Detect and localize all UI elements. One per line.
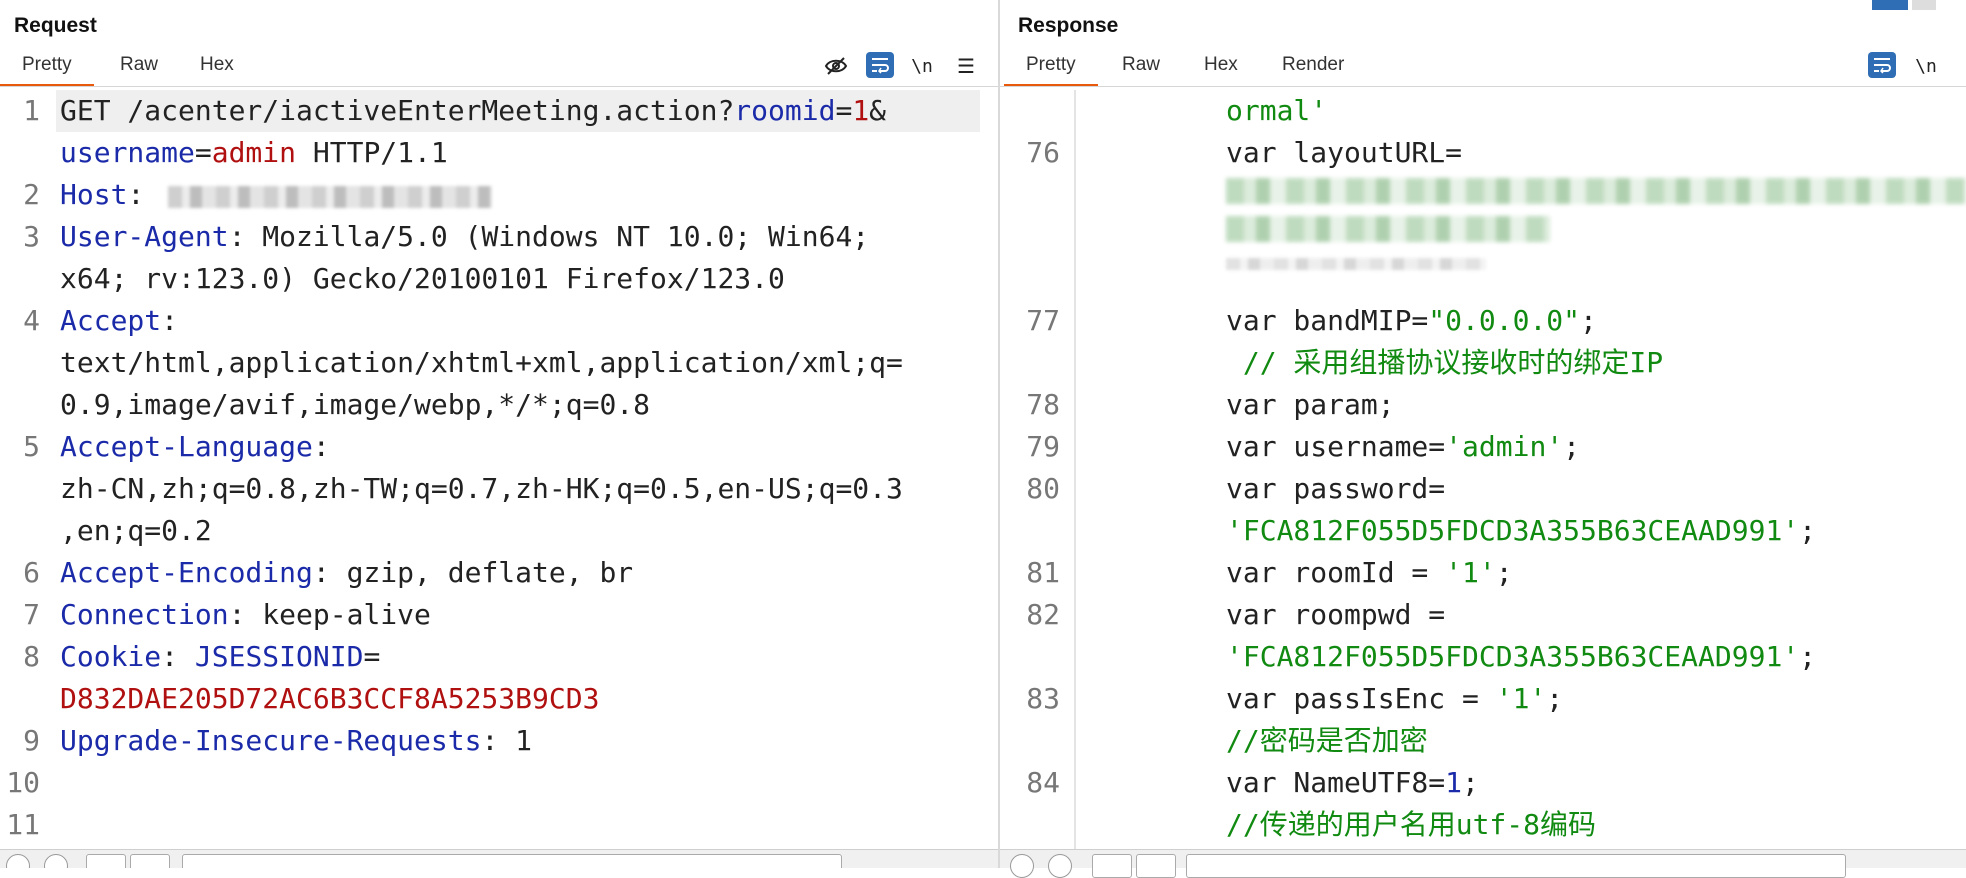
wrap-icon[interactable] [866, 52, 894, 78]
minimize-icon[interactable] [1912, 0, 1936, 10]
line-number: 1 [23, 94, 40, 127]
panel-divider[interactable] [998, 0, 1000, 868]
line-number: 2 [23, 178, 40, 211]
code-roomid: var roomId = '1'; [1226, 556, 1513, 589]
prev-button[interactable] [1092, 854, 1132, 878]
tab-pretty[interactable]: Pretty [1004, 54, 1098, 87]
help-icon[interactable] [1010, 854, 1034, 878]
accept-encoding-header: Accept-Encoding: gzip, deflate, br [60, 556, 634, 589]
tab-divider [0, 86, 998, 87]
response-editor[interactable]: ormal' 76 var layoutURL= 77 var bandMIP=… [1000, 90, 1966, 850]
line-number: 81 [1026, 556, 1060, 589]
connection-header: Connection: keep-alive [60, 598, 431, 631]
line-number: 11 [6, 808, 40, 841]
code-password-value: 'FCA812F055D5FDCD3A355B63CEAAD991'; [1226, 514, 1817, 547]
user-agent-cont: x64; rv:123.0) Gecko/20100101 Firefox/12… [60, 262, 785, 295]
line-number: 80 [1026, 472, 1060, 505]
code-fragment: ormal' [1226, 94, 1328, 127]
line-number: 78 [1026, 388, 1060, 421]
request-search-bar [0, 849, 998, 868]
line-number: 9 [23, 724, 40, 757]
line-number: 4 [23, 304, 40, 337]
tab-divider [1000, 86, 1966, 87]
response-title: Response [1018, 14, 1119, 37]
code-nameutf8: var NameUTF8=1; [1226, 766, 1479, 799]
help-icon[interactable] [6, 854, 30, 868]
response-panel: Response Pretty Raw Hex Render \n [1000, 0, 1966, 868]
code-comment: //密码是否加密 [1226, 724, 1428, 757]
eye-off-icon[interactable] [822, 52, 850, 80]
prev-button[interactable] [86, 854, 126, 868]
code-comment: // 采用组播协议接收时的绑定IP [1226, 346, 1664, 379]
redacted-url [1226, 178, 1966, 204]
tab-raw[interactable]: Raw [1122, 54, 1161, 75]
line-number: 5 [23, 430, 40, 463]
tab-render[interactable]: Render [1282, 54, 1345, 75]
cookie-value: D832DAE205D72AC6B3CCF8A5253B9CD3 [60, 682, 600, 715]
code-roompwd-value: 'FCA812F055D5FDCD3A355B63CEAAD991'; [1226, 640, 1817, 673]
request-title: Request [14, 14, 97, 37]
user-agent-header: User-Agent: Mozilla/5.0 (Windows NT 10.0… [60, 220, 870, 253]
next-button[interactable] [1136, 854, 1176, 878]
line-number: 77 [1026, 304, 1060, 337]
cookie-header: Cookie: JSESSIONID= [60, 640, 381, 673]
next-button[interactable] [130, 854, 170, 868]
redacted-host [168, 186, 492, 208]
accept-value-cont: 0.9,image/avif,image/webp,*/*;q=0.8 [60, 388, 651, 421]
request-line: GET /acenter/iactiveEnterMeeting.action?… [60, 94, 887, 127]
search-input[interactable] [1186, 854, 1846, 878]
line-number: 7 [23, 598, 40, 631]
settings-icon[interactable] [1048, 854, 1072, 878]
wrap-icon[interactable] [1868, 52, 1896, 78]
response-gutter [1074, 90, 1076, 850]
line-number: 83 [1026, 682, 1060, 715]
accept-language-header: Accept-Language: [60, 430, 330, 463]
host-header: Host: [60, 178, 162, 211]
line-number: 6 [23, 556, 40, 589]
line-number: 3 [23, 220, 40, 253]
tab-hex[interactable]: Hex [200, 54, 234, 75]
response-search-bar [1000, 849, 1966, 878]
newline-toggle[interactable]: \n [1915, 55, 1937, 77]
code-bandmip: var bandMIP="0.0.0.0"; [1226, 304, 1597, 337]
redacted-comment [1226, 258, 1486, 270]
request-editor[interactable]: 1 2 3 4 5 6 7 8 9 10 11 GET /acenter/iac… [0, 90, 998, 850]
code-roompwd: var roompwd = [1226, 598, 1446, 631]
tab-raw[interactable]: Raw [120, 54, 159, 75]
current-line-highlight [56, 90, 980, 132]
accept-language-cont: ,en;q=0.2 [60, 514, 212, 547]
code-password: var password= [1226, 472, 1446, 505]
line-number: 79 [1026, 430, 1060, 463]
code-comment: //传递的用户名用utf-8编码 [1226, 808, 1597, 841]
line-number: 8 [23, 640, 40, 673]
request-line-cont: username=admin HTTP/1.1 [60, 136, 448, 169]
accept-value: text/html,application/xhtml+xml,applicat… [60, 346, 903, 379]
line-number: 82 [1026, 598, 1060, 631]
code-param: var param; [1226, 388, 1395, 421]
settings-icon[interactable] [44, 854, 68, 868]
tab-pretty[interactable]: Pretty [0, 54, 94, 87]
search-input[interactable] [182, 854, 842, 868]
tab-hex[interactable]: Hex [1204, 54, 1238, 75]
code-layout-url: var layoutURL= [1226, 136, 1463, 169]
menu-icon[interactable]: ☰ [957, 55, 975, 78]
line-number: 84 [1026, 766, 1060, 799]
accept-header: Accept: [60, 304, 179, 337]
accept-language-value: zh-CN,zh;q=0.8,zh-TW;q=0.7,zh-HK;q=0.5,e… [60, 472, 903, 505]
line-number: 76 [1026, 136, 1060, 169]
request-panel: Request Pretty Raw Hex \n ☰ 1 2 3 4 5 6 … [0, 14, 998, 868]
layout-toggle-icon[interactable] [1872, 0, 1908, 10]
code-passisenc: var passIsEnc = '1'; [1226, 682, 1564, 715]
code-username: var username='admin'; [1226, 430, 1581, 463]
line-number: 10 [6, 766, 40, 799]
upgrade-insecure-header: Upgrade-Insecure-Requests: 1 [60, 724, 533, 757]
redacted-url-cont [1226, 216, 1550, 242]
newline-toggle[interactable]: \n [911, 55, 933, 77]
